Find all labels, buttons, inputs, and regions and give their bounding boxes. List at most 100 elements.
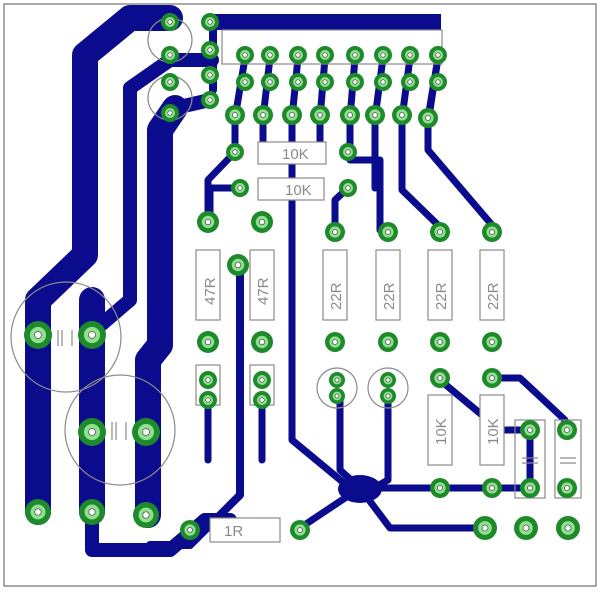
pad (226, 143, 244, 161)
pad (199, 391, 217, 409)
pad-drill-hole (322, 52, 328, 58)
pad (261, 46, 279, 64)
pad (201, 66, 219, 84)
pad-drill-hole (489, 229, 495, 235)
pad-drill-hole (204, 218, 212, 226)
pad-drill-hole (564, 524, 572, 532)
pad-drill-hole (267, 79, 273, 85)
pad-drill-hole (407, 52, 413, 58)
cap-large-1-symbol (57, 330, 73, 346)
pad (340, 105, 360, 125)
pad (346, 46, 364, 64)
pad-drill-hole (435, 79, 441, 85)
pad (201, 91, 219, 109)
pad-drill-hole (234, 261, 242, 269)
pad-drill-hole (399, 112, 405, 118)
pad (78, 418, 106, 446)
pad-drill-hole (352, 52, 358, 58)
pad (430, 368, 450, 388)
pad (430, 222, 450, 242)
pad-drill-hole (385, 377, 391, 383)
pad (133, 502, 159, 528)
pad (482, 332, 502, 352)
pad-drill-hole (205, 397, 211, 403)
pad (374, 73, 392, 91)
pad (482, 478, 502, 498)
pad (253, 105, 273, 125)
pad (378, 332, 398, 352)
pad-drill-hole (527, 427, 533, 433)
pad-drill-hole (242, 52, 248, 58)
cap-large-2 (64, 374, 176, 486)
pad (225, 105, 245, 125)
pad-drill-hole (207, 47, 213, 53)
resistor-body-10k-1 (257, 141, 327, 165)
pad-drill-hole (489, 339, 495, 345)
pad (24, 321, 52, 349)
pad-drill-hole (334, 377, 340, 383)
pad-drill-hole (527, 485, 533, 491)
pad-drill-hole (489, 485, 495, 491)
pad-drill-hole (258, 338, 266, 346)
pad-drill-hole (232, 112, 238, 118)
pad (482, 368, 502, 388)
resistor-body-10k-2 (257, 177, 325, 201)
pad-drill-hole (345, 149, 351, 155)
pad-drill-hole (334, 393, 340, 399)
resistor-label-47r-2: 47R (255, 277, 272, 305)
resistor-body-10k-4 (479, 394, 505, 466)
pad-drill-hole (522, 524, 530, 532)
pad (251, 211, 273, 233)
pad-drill-hole (297, 527, 303, 533)
resistor-body-22r-2 (375, 249, 401, 321)
pad (161, 104, 179, 122)
pad-drill-hole (380, 52, 386, 58)
pad-drill-hole (205, 377, 211, 383)
pad-drill-hole (167, 79, 173, 85)
pad-drill-hole (260, 112, 266, 118)
pad-drill-hole (380, 79, 386, 85)
pad-drill-hole (385, 393, 391, 399)
pad (329, 372, 345, 388)
pad (79, 499, 105, 525)
trace-right4 (424, 114, 496, 229)
pad (346, 73, 364, 91)
pad-drill-hole (489, 375, 495, 381)
pad (227, 254, 249, 276)
resistor-label-10k-1: 10K (282, 146, 309, 163)
pad-drill-hole (322, 79, 328, 85)
pad-drill-hole (481, 524, 489, 532)
pad (197, 211, 219, 233)
cap-symbol-right-2 (560, 457, 576, 464)
pad (556, 516, 580, 540)
pad-drill-hole (207, 97, 213, 103)
pad-drill-hole (385, 339, 391, 345)
pad-drill-hole (289, 112, 295, 118)
pad (329, 388, 345, 404)
resistor-body-10k-3 (427, 394, 453, 466)
pad (289, 73, 307, 91)
pad (418, 108, 438, 128)
pad-drill-hole (237, 185, 243, 191)
cap-small-mid-2 (367, 367, 409, 409)
pad (132, 418, 160, 446)
pad-drill-hole (259, 397, 265, 403)
pad-drill-hole (295, 52, 301, 58)
pad (430, 478, 450, 498)
pad (253, 391, 271, 409)
resistor-label-10k-3: 10K (433, 418, 450, 445)
resistor-label-10k-4: 10K (485, 418, 502, 445)
pad-drill-hole (167, 110, 173, 116)
pad (236, 46, 254, 64)
pad-drill-hole (352, 79, 358, 85)
pad (251, 331, 273, 353)
trace-right1 (346, 114, 384, 234)
cap-small-mid-1 (316, 367, 358, 409)
pad (161, 73, 179, 91)
pad (325, 222, 345, 242)
pad (236, 73, 254, 91)
pad (231, 179, 249, 197)
pad (339, 179, 357, 197)
pad (261, 73, 279, 91)
resistor-body-47r-1 (195, 249, 221, 321)
